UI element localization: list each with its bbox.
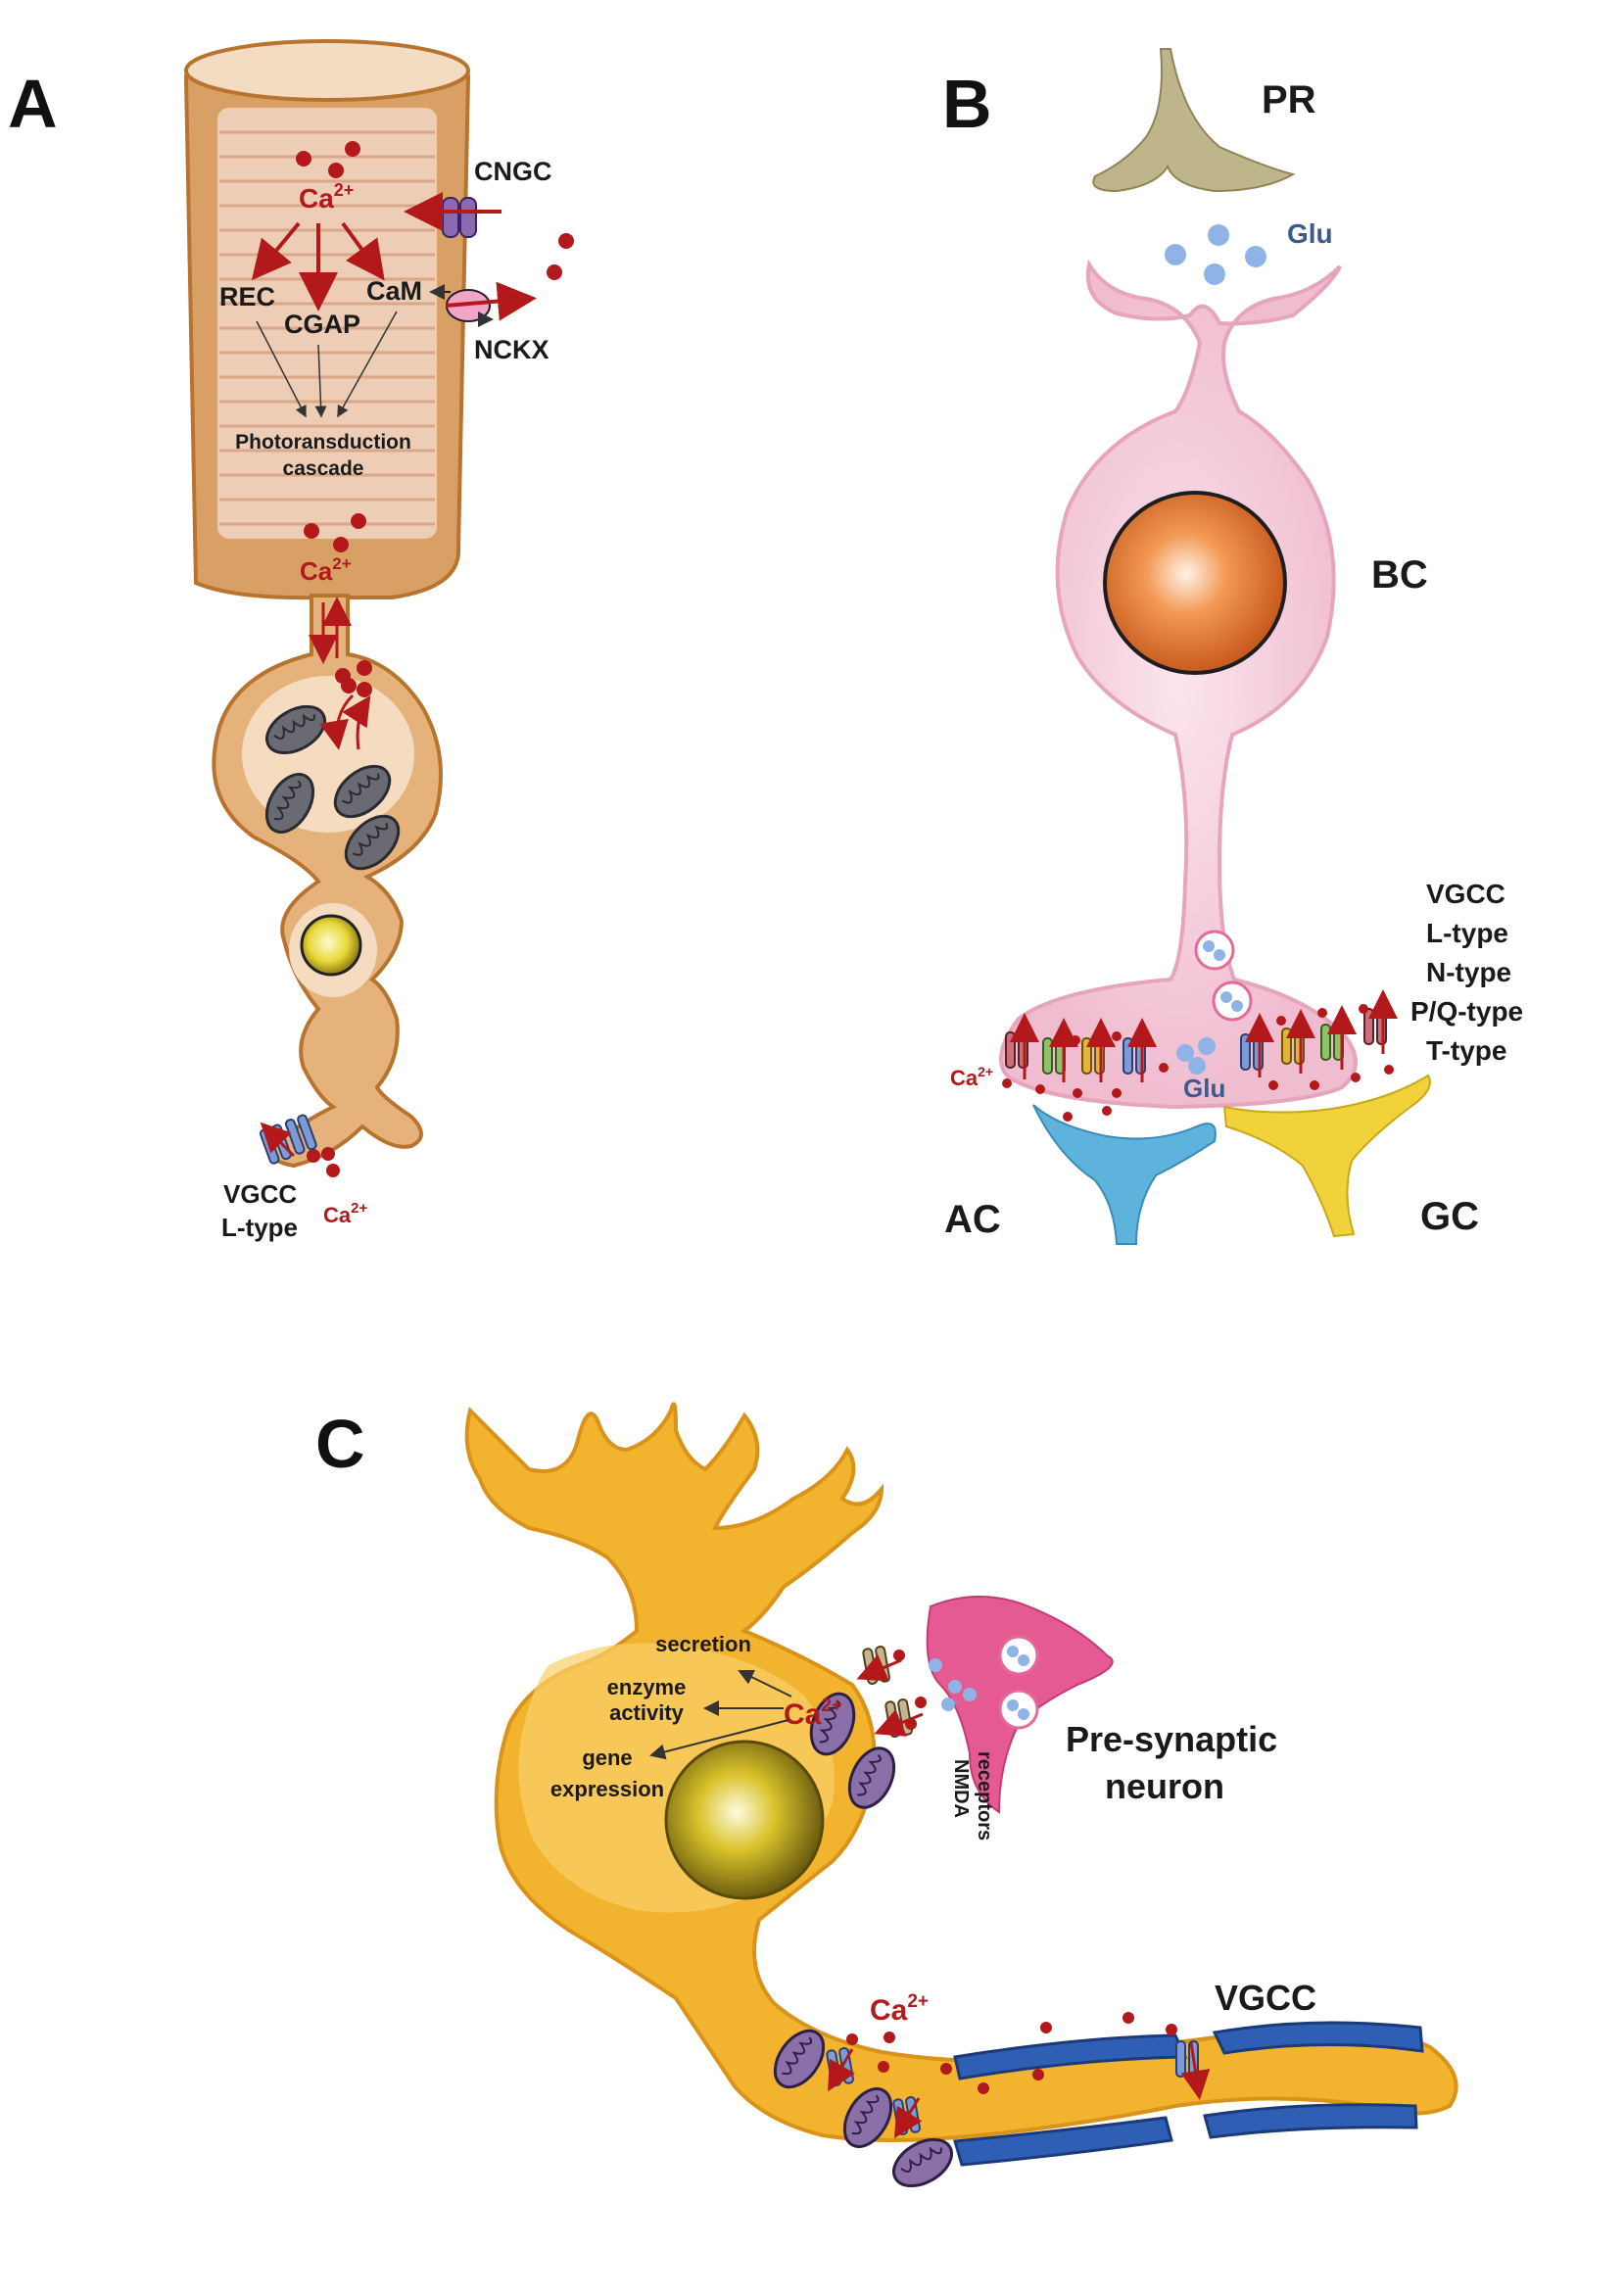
ntype-label-b: N-type: [1426, 957, 1511, 987]
svg-text:receptors: receptors: [974, 1751, 995, 1841]
rec-label: REC: [219, 282, 275, 311]
postsynaptic-neuron: [464, 1402, 1458, 2142]
vgcc-influx-arrow: [260, 1122, 296, 1158]
vgcc-influx-arrows: [1010, 989, 1398, 1082]
rod-top-opening: [184, 39, 470, 102]
amacrine-cell: [1032, 1104, 1217, 1245]
ca-label-top: Ca2+: [299, 180, 354, 214]
cascade-arrows: [256, 311, 398, 418]
presynaptic-label-line2: neuron: [1105, 1766, 1224, 1806]
vgcc-influx-arrows: [827, 2041, 1211, 2139]
panel-a: A: [8, 39, 574, 1242]
ganglion-cell: [1222, 1074, 1431, 1238]
vgcc-label-c: VGCC: [1215, 1978, 1316, 2018]
panel-a-letter: A: [8, 66, 58, 142]
cascade-label-line2: cascade: [283, 457, 364, 480]
glutamate-dots: [1165, 224, 1266, 285]
released-glutamate: [929, 1658, 977, 1711]
synaptic-vesicle-icon: [1194, 930, 1235, 971]
ca-effector-arrows: [251, 221, 385, 311]
ca-label-bottom: Ca2+: [323, 1200, 367, 1227]
nmda-receptors-label: NMDA receptors: [950, 1751, 995, 1841]
panel-c-letter: C: [315, 1406, 365, 1482]
nmda-receptor-icon: [884, 1697, 914, 1739]
ca-effect-arrows: [649, 1669, 792, 1760]
calcium-dots: [846, 1650, 1177, 2094]
myelin-sheath: [953, 2021, 1424, 2167]
glu-label-top: Glu: [1287, 218, 1333, 249]
calcium-dots: [1002, 1004, 1394, 1122]
gc-label: GC: [1420, 1195, 1479, 1238]
ca-label-axon: Ca2+: [870, 1991, 929, 2027]
cngc-channel-icon: [442, 197, 477, 238]
ltype-label-b: L-type: [1426, 918, 1508, 948]
neuron-nucleus: [664, 1740, 825, 1900]
nckx-label: NCKX: [474, 335, 549, 364]
bipolar-nucleus: [1103, 491, 1287, 675]
nckx-efflux-arrow: [445, 281, 537, 321]
pqtype-label-b: P/Q-type: [1410, 996, 1523, 1027]
cgap-label: CGAP: [284, 310, 360, 339]
secretion-label: secretion: [655, 1632, 751, 1656]
cngc-label: CNGC: [474, 157, 552, 186]
ca-label-c: Ca2+: [784, 1696, 842, 1731]
vgcc-label-a: VGCC: [223, 1179, 297, 1209]
ca-label-b: Ca2+: [950, 1064, 993, 1090]
ltype-label-a: L-type: [221, 1213, 298, 1242]
synaptic-vesicle-icon: [998, 1689, 1039, 1730]
enzyme-label-line1: enzyme: [607, 1675, 687, 1699]
gene-label-line2: expression: [550, 1777, 664, 1801]
gene-label-line1: gene: [582, 1745, 632, 1770]
panel-b: B PR Glu BC: [942, 48, 1523, 1245]
panel-b-letter: B: [942, 66, 992, 142]
rod-nucleus: [300, 914, 362, 977]
panel-c: C: [315, 1402, 1458, 2197]
cilium-transport-arrows: [309, 597, 371, 750]
ttype-label-b: T-type: [1426, 1035, 1506, 1066]
nmda-influx-arrows: [856, 1653, 924, 1737]
ac-label: AC: [944, 1198, 1001, 1241]
photoreceptor-terminal: [1092, 48, 1296, 193]
calcium-dots: [296, 141, 574, 1177]
presynaptic-label-line1: Pre-synaptic: [1066, 1719, 1277, 1759]
pr-label: PR: [1262, 78, 1316, 121]
glu-label-bottom: Glu: [1183, 1074, 1225, 1103]
bc-label: BC: [1371, 553, 1428, 597]
ca-label-mid: Ca2+: [300, 554, 352, 586]
vgcc-label-b: VGCC: [1426, 879, 1505, 909]
synaptic-vesicle-icon: [1212, 980, 1253, 1022]
bipolar-cell: [999, 259, 1358, 1110]
svg-text:NMDA: NMDA: [950, 1759, 972, 1818]
cam-label: CaM: [366, 276, 422, 306]
rod-disc-stack: [217, 108, 437, 539]
enzyme-label-line2: activity: [609, 1700, 685, 1725]
released-glutamate: [1176, 1037, 1216, 1075]
synaptic-vesicle-icon: [998, 1635, 1039, 1676]
cascade-label-line1: Photoransduction: [235, 431, 411, 454]
